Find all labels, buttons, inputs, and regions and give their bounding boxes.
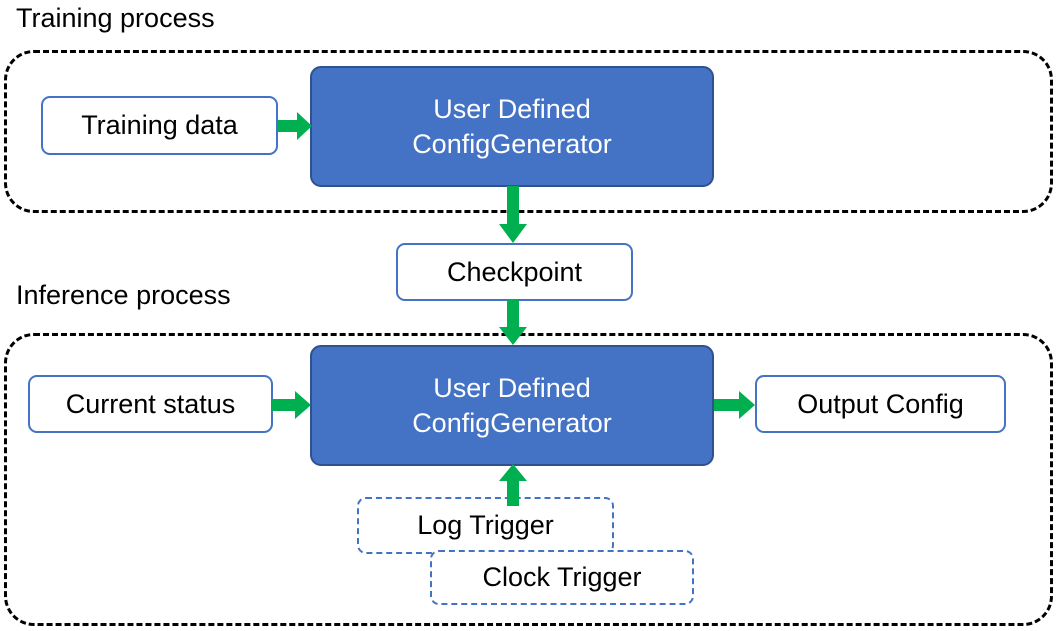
node-training-data[interactable]: Training data (41, 96, 278, 155)
arrow-training-data-to-generator-icon (277, 108, 313, 144)
training-process-container (4, 50, 1053, 213)
inference-process-title: Inference process (16, 280, 231, 310)
node-user-defined-configgenerator-inference[interactable]: User Defined ConfigGenerator (310, 345, 714, 466)
inference-process-container (4, 333, 1053, 626)
node-user-defined-configgenerator-training[interactable]: User Defined ConfigGenerator (310, 66, 714, 187)
arrow-current-status-to-generator-icon (272, 387, 312, 423)
node-log-trigger[interactable]: Log Trigger (357, 497, 614, 554)
arrow-generator-to-checkpoint-icon (495, 186, 531, 244)
node-clock-trigger[interactable]: Clock Trigger (430, 550, 694, 605)
arrow-checkpoint-to-generator-icon (495, 300, 531, 346)
generator-inference-line-2: ConfigGenerator (412, 407, 612, 438)
generator-training-line-1: User Defined (433, 93, 591, 124)
arrow-triggers-to-generator-icon (495, 464, 531, 506)
node-output-config[interactable]: Output Config (755, 375, 1006, 433)
node-current-status[interactable]: Current status (28, 375, 273, 433)
generator-training-line-2: ConfigGenerator (412, 128, 612, 159)
generator-inference-line-1: User Defined (433, 372, 591, 403)
training-process-title: Training process (16, 3, 215, 33)
arrow-generator-to-output-config-icon (714, 387, 756, 423)
node-checkpoint[interactable]: Checkpoint (396, 243, 633, 301)
